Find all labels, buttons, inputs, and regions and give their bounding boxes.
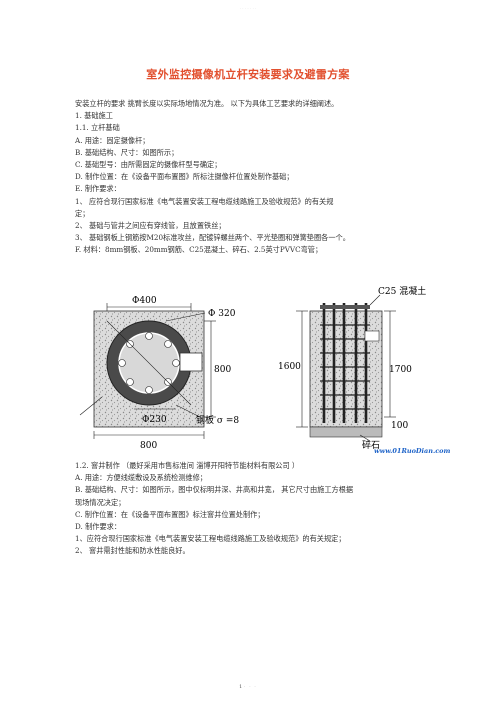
watermark: www.01RuoDian.com <box>374 447 451 455</box>
subheading-manhole: 1.2. 窨井制作 （最好采用市售标准间 淄博开阳特节能材料有限公司 ） <box>75 461 300 470</box>
foundation-drawing: Φ400 Φ 320 800 Φ230 钢板 σ =8 800 <box>79 285 451 455</box>
label-phi320: Φ 320 <box>208 309 236 319</box>
body-text-section-1: 安装立杆的要求 挑臂长度以实际场地情况为准。 以下为具体工艺要求的详细阐述。 1… <box>75 98 415 256</box>
heading-foundation: 1. 基础施工 <box>75 111 113 121</box>
manhole-item-b-cont: 现场情况决定； <box>75 497 126 507</box>
plan-bolt-holes <box>118 332 180 394</box>
page-title: 室外监控摄像机立杆安装要求及避雷方案 <box>146 68 350 81</box>
item-f-materials: F. 材料：8mm钢板、20mm钢筋、C25混凝土、碎石、2.5英寸PVVC弯管… <box>75 245 323 255</box>
manhole-requirement-1: 1、应符合现行国家标准《电气装置安装工程电缆线路施工及验收规范》的有关规定； <box>75 534 346 544</box>
page-number: 1 <box>239 684 243 690</box>
label-plate: 钢板 σ =8 <box>196 414 239 426</box>
requirement-2: 2、 基础与管井之间应有穿线管，且放置铁丝； <box>75 220 226 230</box>
label-w800: 800 <box>140 441 157 451</box>
manhole-requirement-2: 2、 窨井需封性能和防水性能良好。 <box>75 546 190 556</box>
section-view: C25 混凝土 1600 1700 100 碎石 www.01RuoDian.c… <box>278 285 451 455</box>
section-gravel-base <box>309 426 383 438</box>
foundation-diagram: Φ400 Φ 320 800 Φ230 钢板 σ =8 800 <box>79 285 451 455</box>
label-gravel: 碎石 <box>362 439 380 451</box>
label-h800: 800 <box>214 365 231 375</box>
intro-line: 安装立杆的要求 挑臂长度以实际场地情况为准。 以下为具体工艺要求的详细阐述。 <box>75 99 339 108</box>
item-a: A. 用途：固定摄像杆； <box>75 135 150 145</box>
footer-dots: · · · <box>243 684 257 690</box>
item-d: D. 制作位置：在《设备平面布置图》所标注摄像杆位置处制作基础； <box>75 172 294 182</box>
label-h1600: 1600 <box>278 362 301 372</box>
manhole-item-a: A. 用途：方便线缆敷设及系统检测维修； <box>75 473 207 483</box>
manhole-item-b: B. 基础结构、尺寸：如图所示，图中仅标明井深、井高和井宽， 其它尺寸由施工方根… <box>75 485 354 495</box>
plan-view: Φ400 Φ 320 800 Φ230 钢板 σ =8 800 <box>79 296 239 451</box>
requirement-1: 1、 应符合现行国家标准《电气装置安装工程电缆线路施工及验收规范》的有关规 <box>75 196 334 206</box>
section-concrete-block <box>309 310 383 428</box>
label-phi400: Φ400 <box>132 296 157 306</box>
plan-conduit-box <box>179 352 203 372</box>
section-stirrups <box>320 324 370 410</box>
item-b: B. 基础结构、尺寸：如图所示； <box>75 147 179 157</box>
label-phi230: Φ230 <box>142 415 167 425</box>
item-e: E. 制作要求： <box>75 184 121 194</box>
section-top-plate <box>320 305 370 309</box>
label-h100: 100 <box>391 421 408 431</box>
label-concrete: C25 混凝土 <box>378 285 426 297</box>
section-rebars <box>322 303 368 423</box>
page-footer: 1 · · · <box>0 684 496 690</box>
requirement-1-cont: 定； <box>75 208 90 218</box>
requirement-3: 3、 基础钢板上钢筋按M20标准攻丝，配镀锌螺丝两个、平光垫圈和弹簧垫圈各一个。 <box>75 233 350 243</box>
manhole-item-c: C. 制作位置：在《设备平面布置图》标注窨井位置处制作； <box>75 509 265 519</box>
item-c: C. 基础型号：由所需固定的摄像杆型号确定； <box>75 159 222 169</box>
manhole-item-d: D. 制作要求： <box>75 521 122 531</box>
header-mark: · · · · · · · <box>239 6 257 11</box>
label-h1700: 1700 <box>389 365 412 375</box>
subheading-pole-foundation: 1.1. 立杆基础 <box>75 123 120 133</box>
body-text-section-2: 1.2. 窨井制作 （最好采用市售标准间 淄博开阳特节能材料有限公司 ） A. … <box>75 460 415 558</box>
section-conduit <box>364 330 380 342</box>
